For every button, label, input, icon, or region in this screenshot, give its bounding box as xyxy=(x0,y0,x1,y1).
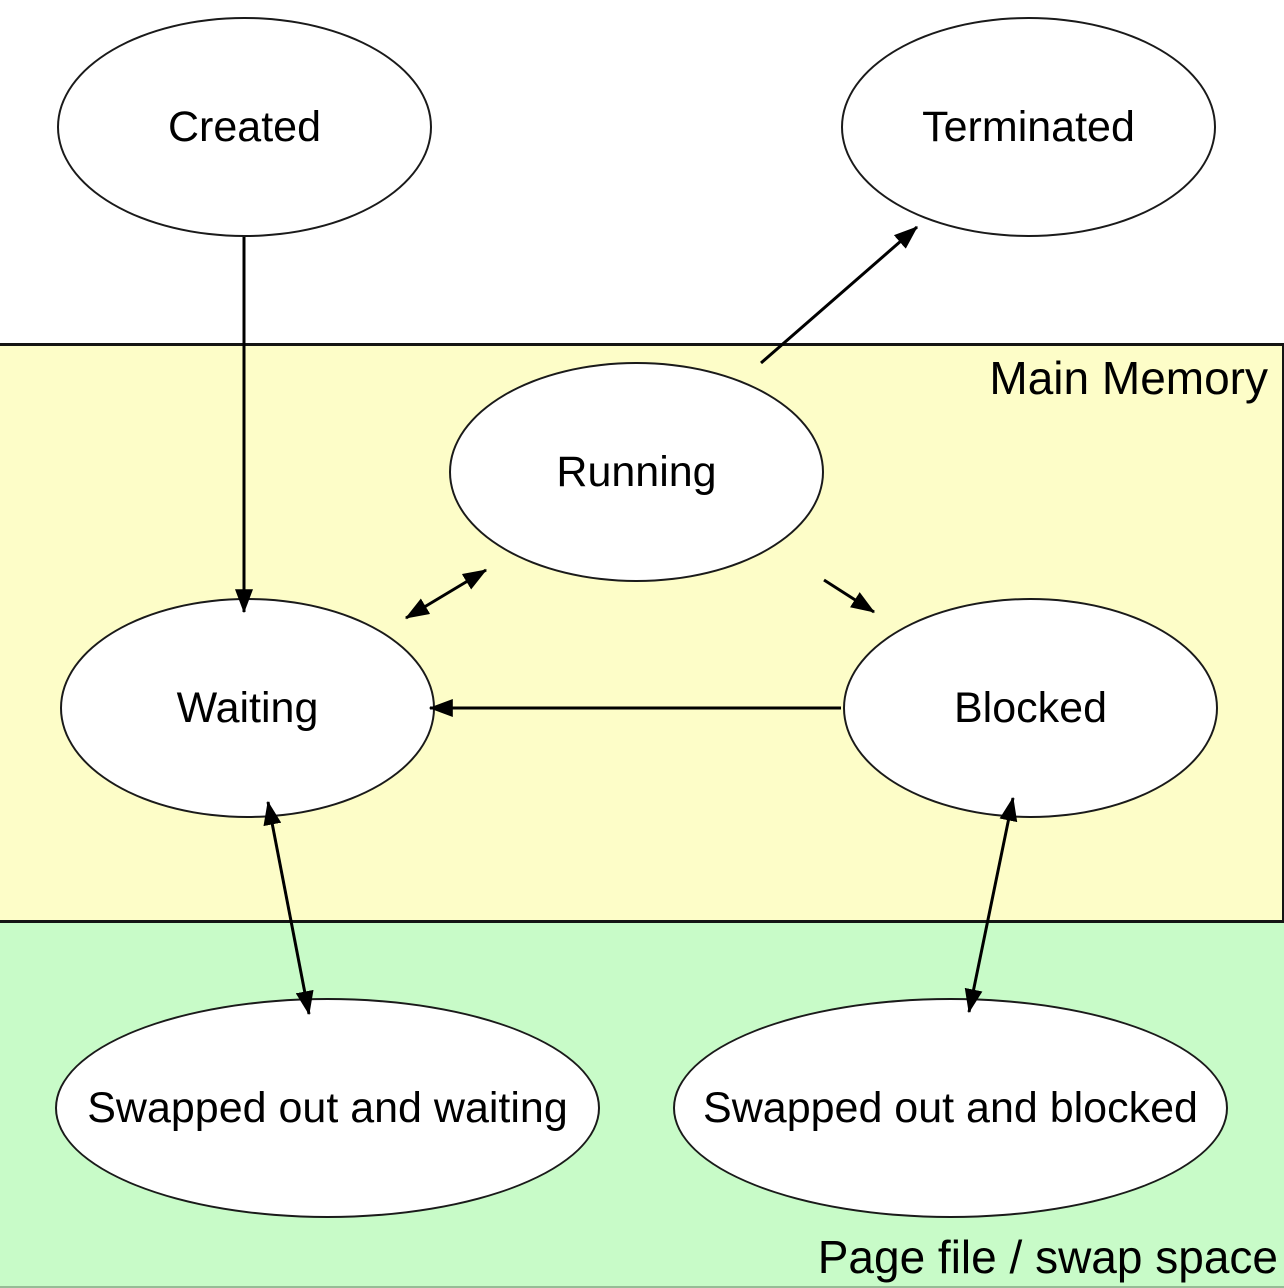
state-node-blocked: Blocked xyxy=(843,598,1218,818)
state-label-waiting: Waiting xyxy=(176,683,319,732)
state-node-created: Created xyxy=(57,17,432,237)
state-node-swapped-out-and-blocked: Swapped out and blocked xyxy=(673,998,1228,1218)
state-node-swapped-out-and-waiting: Swapped out and waiting xyxy=(55,998,600,1218)
state-label-swapped-blocked: Swapped out and blocked xyxy=(703,1083,1198,1132)
state-label-blocked: Blocked xyxy=(954,683,1107,732)
state-node-running: Running xyxy=(449,362,824,582)
main-memory-label: Main Memory xyxy=(989,352,1268,404)
state-node-terminated: Terminated xyxy=(841,17,1216,237)
state-label-swapped-waiting: Swapped out and waiting xyxy=(87,1083,568,1132)
swap-space-label: Page file / swap space xyxy=(817,1231,1278,1284)
state-label-created: Created xyxy=(168,102,321,151)
state-label-running: Running xyxy=(556,447,717,496)
state-label-terminated: Terminated xyxy=(922,102,1135,151)
state-node-waiting: Waiting xyxy=(60,598,435,818)
